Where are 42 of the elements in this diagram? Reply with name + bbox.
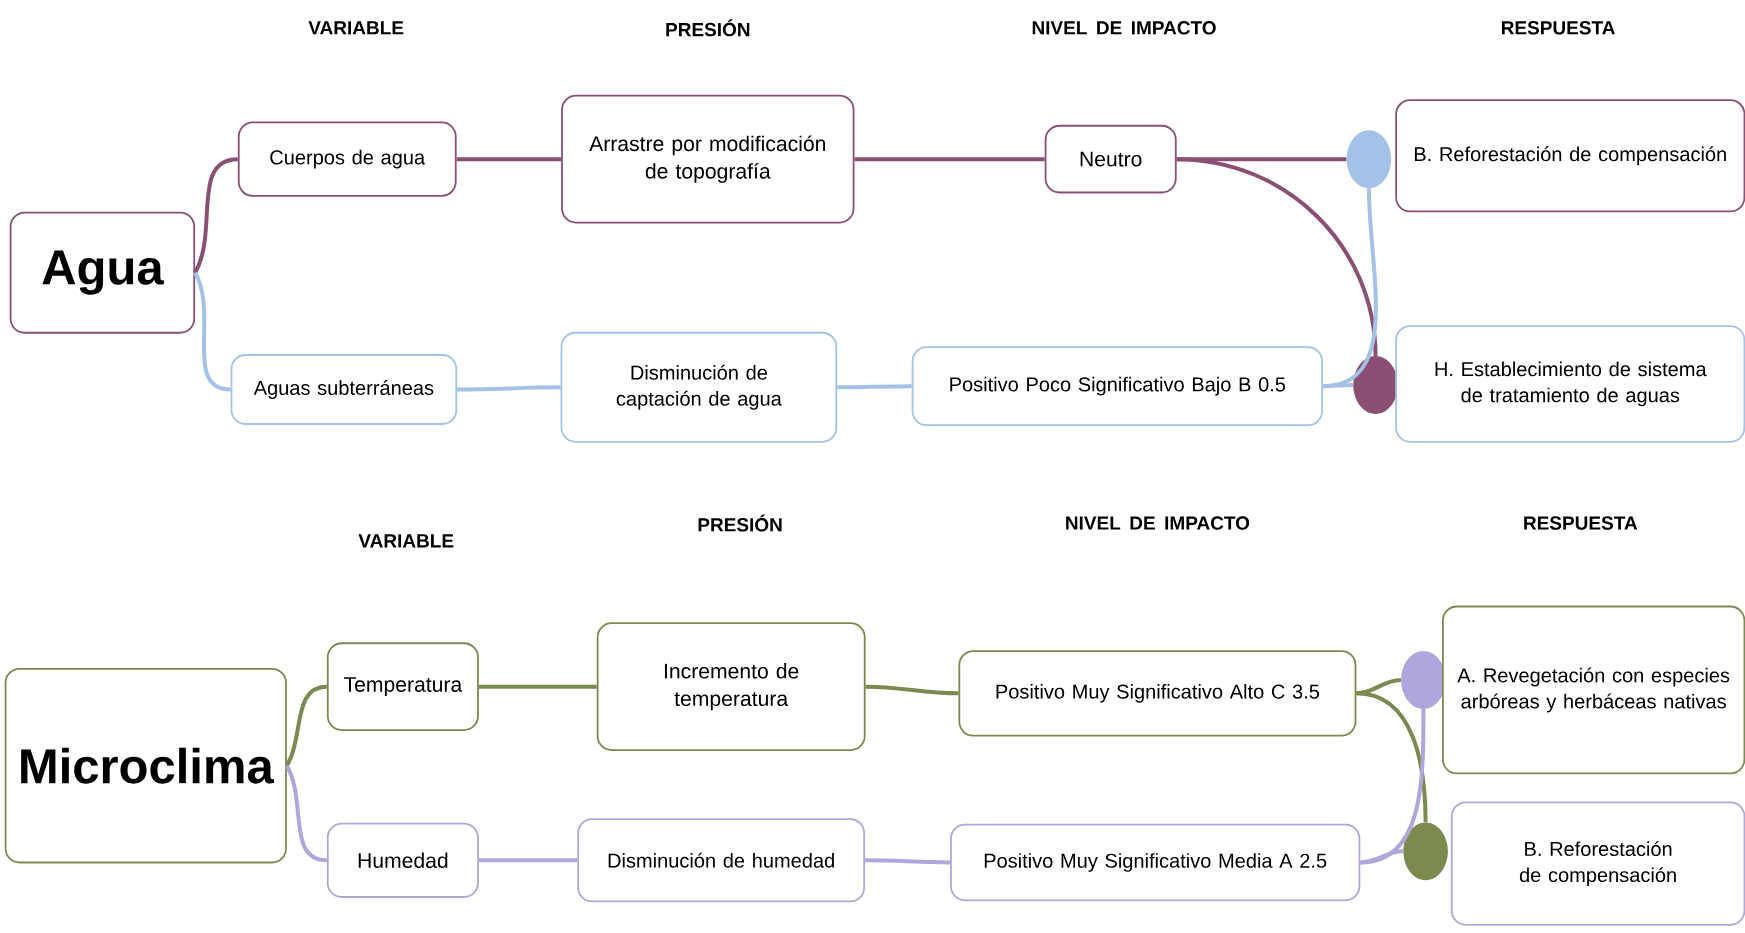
text-box: H. Establecimiento de sistema de tratamiento de aguas <box>1395 325 1745 443</box>
text-box: Positivo Poco Significativo Bajo B 0.5 <box>911 346 1323 426</box>
text-box: Agua <box>9 211 196 334</box>
text-box: Incremento de temperatura <box>596 622 866 751</box>
connector-line <box>457 385 561 392</box>
column-heading: NIVEL DE IMPACTO <box>1032 21 1216 35</box>
column-heading: RESPUESTA <box>1524 516 1638 530</box>
text-box: Positivo Muy Significativo Media A 2.5 <box>950 823 1361 902</box>
column-heading: VARIABLE <box>358 534 454 548</box>
text-box: Disminución de captación de agua <box>560 331 838 443</box>
connector-line <box>865 684 959 696</box>
connector-line <box>1356 691 1428 823</box>
connector-line <box>1360 709 1426 865</box>
connector-line <box>837 384 912 390</box>
column-heading: PRESIÓN <box>698 514 782 532</box>
connector-line <box>478 684 597 689</box>
connector-line <box>1322 188 1378 389</box>
text-box: A. Revegetación con especies arbóreas y herbáceas nativas <box>1441 605 1745 775</box>
connector-line <box>854 157 1045 162</box>
text-box: Microclima <box>4 667 287 864</box>
text-box: Disminución de humedad <box>577 818 866 903</box>
text-box: B. Reforestación de compensación <box>1450 801 1745 926</box>
connector-line <box>478 858 578 863</box>
text-box: Arrastre por modificación de topografía <box>561 94 855 224</box>
connector-dot <box>1346 130 1392 189</box>
column-heading: PRESIÓN <box>666 19 750 37</box>
connector-line <box>456 157 562 162</box>
text-box: Positivo Muy Significativo Alto C 3.5 <box>958 650 1357 737</box>
column-heading: VARIABLE <box>308 21 404 35</box>
text-box: Neutro <box>1044 124 1177 194</box>
connector-line <box>865 858 951 865</box>
text-box: Aguas subterráneas <box>230 354 458 425</box>
text-box: Humedad <box>326 822 479 898</box>
text-box: B. Reforestación de compensación <box>1395 99 1745 213</box>
text-box: Cuerpos de agua <box>237 121 457 197</box>
connector-line <box>1176 157 1378 357</box>
column-heading: RESPUESTA <box>1501 21 1615 35</box>
connector-dot <box>1403 822 1448 881</box>
column-heading: NIVEL DE IMPACTO <box>1066 516 1250 530</box>
text-box: Temperatura <box>326 642 479 731</box>
connector-dot <box>1353 356 1398 414</box>
connector-line <box>1356 677 1402 696</box>
